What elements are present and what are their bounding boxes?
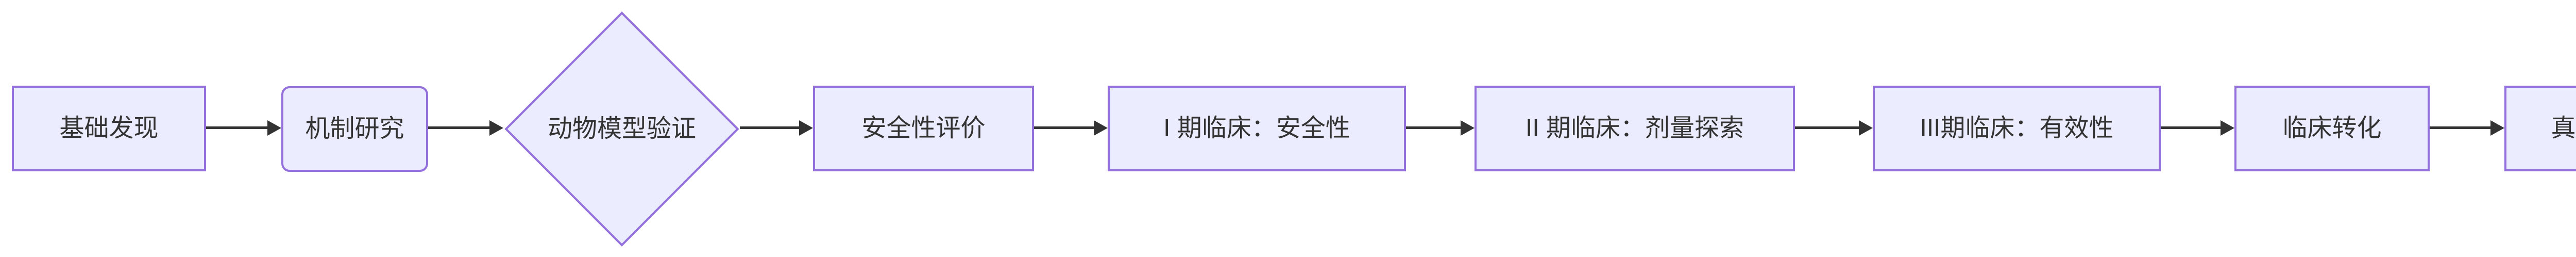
flowchart-node-mechanism-research: 机制研究	[281, 86, 428, 172]
flowchart-edge	[2430, 120, 2504, 136]
arrowhead-icon	[267, 120, 281, 136]
edge-line	[740, 126, 803, 129]
edge-line	[2161, 126, 2224, 129]
flowchart-edge	[1406, 120, 1475, 136]
flowchart-node-clinical-translation: 临床转化	[2234, 86, 2430, 171]
node-label: II 期临床：剂量探索	[1525, 114, 1744, 142]
flowchart-edge	[206, 120, 281, 136]
node-label: 真实世界研究	[2551, 114, 2576, 142]
flowchart-node-basic-discovery: 基础发现	[12, 86, 206, 171]
flowchart-edge	[1034, 120, 1108, 136]
flowchart-node-phase3-efficacy: III期临床：有效性	[1873, 86, 2161, 171]
edge-line	[1406, 126, 1464, 129]
node-label: I 期临床：安全性	[1163, 114, 1350, 142]
flowchart-node-phase2-dose-exploration: II 期临床：剂量探索	[1475, 86, 1795, 171]
arrowhead-icon	[489, 120, 503, 136]
flowchart-node-phase1-safety: I 期临床：安全性	[1108, 86, 1406, 171]
node-label: 机制研究	[305, 115, 404, 142]
arrowhead-icon	[2490, 120, 2504, 136]
edge-line	[2430, 126, 2494, 129]
node-label: 临床转化	[2282, 114, 2382, 142]
arrowhead-icon	[799, 120, 813, 136]
node-label: 基础发现	[59, 114, 159, 142]
edge-line	[428, 126, 493, 129]
flowchart-edge	[1795, 120, 1873, 136]
node-label: 安全性评价	[861, 114, 986, 142]
flowchart-edge	[2161, 120, 2234, 136]
edge-line	[1034, 126, 1097, 129]
flowchart-edge	[428, 120, 503, 136]
arrowhead-icon	[2221, 120, 2234, 136]
node-label: 动物模型验证	[547, 115, 696, 142]
arrowhead-icon	[1094, 120, 1108, 136]
edge-line	[206, 126, 271, 129]
arrowhead-icon	[1859, 120, 1873, 136]
edge-line	[1795, 126, 1862, 129]
node-label: III期临床：有效性	[1920, 114, 2114, 142]
flowchart-node-real-world-research: 真实世界研究	[2504, 86, 2576, 171]
flowchart-edge	[740, 120, 813, 136]
arrowhead-icon	[1461, 120, 1475, 136]
flowchart-node-safety-evaluation: 安全性评价	[813, 86, 1034, 171]
flowchart-node-animal-model-validation: 动物模型验证	[504, 11, 739, 247]
